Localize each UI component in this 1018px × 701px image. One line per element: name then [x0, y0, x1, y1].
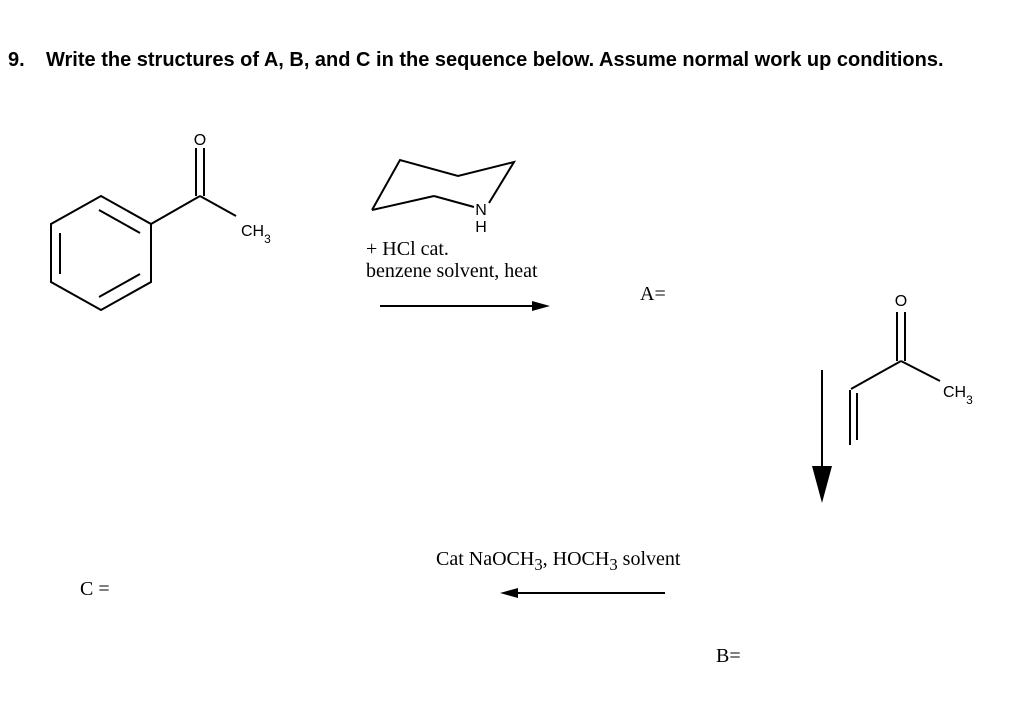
reagent-hcl-label: + HCl cat. — [366, 238, 449, 260]
piperidine-h-label: H — [475, 219, 487, 236]
acetophenone-o-label: O — [194, 132, 206, 149]
arrow-step2 — [812, 370, 832, 503]
carbonyl-methyl-bond — [199, 195, 237, 217]
answer-a-label: A= — [640, 283, 666, 305]
reagent-naoch3-label: Cat NaOCH3, HOCH3 solvent — [436, 548, 681, 574]
answer-c-label: C = — [80, 578, 110, 600]
vinyl-carbonyl-bond — [850, 360, 902, 390]
arrow-step3 — [500, 588, 665, 598]
question-number: 9. — [8, 49, 25, 71]
reagent-solvent-label: benzene solvent, heat — [366, 260, 538, 282]
arrow-step1 — [380, 301, 550, 311]
benzene-ring — [50, 194, 152, 312]
piperidine-ring-bonds — [371, 158, 517, 211]
ring-to-carbonyl-bond — [150, 195, 201, 225]
mvk-structure — [849, 312, 941, 445]
mvk-ch3-label: CH3 — [943, 384, 973, 407]
piperidine-back-bond — [371, 195, 435, 211]
mvk-methyl-bond — [900, 360, 941, 382]
answer-b-label: B= — [716, 645, 741, 667]
ring-inner-bond-2 — [98, 273, 141, 298]
question-text: Write the structures of A, B, and C in t… — [46, 49, 944, 71]
piperidine-n-bond — [433, 195, 475, 208]
acetophenone-ch3-label: CH3 — [241, 223, 271, 246]
mvk-o-label: O — [895, 293, 907, 310]
acetophenone-structure — [50, 148, 237, 312]
ring-inner-bond-1 — [98, 209, 141, 234]
piperidine-n-label: N — [475, 202, 487, 219]
piperidine-structure — [371, 158, 517, 211]
